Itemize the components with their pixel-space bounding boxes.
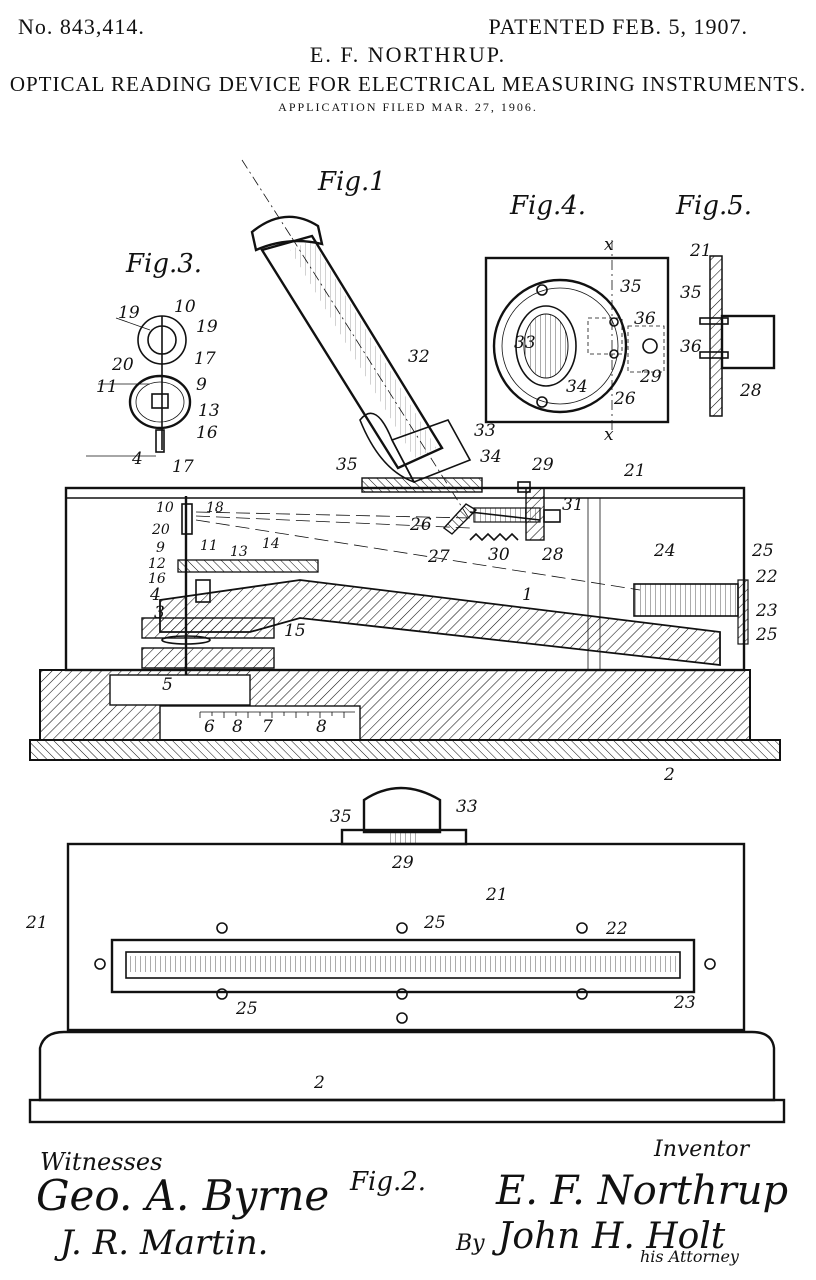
label: 33 — [474, 421, 496, 441]
label: 21 — [25, 913, 48, 933]
label: 12 — [148, 556, 166, 572]
witness-2-signature: J. R. Martin. — [54, 1223, 268, 1263]
patent-date: PATENTED FEB. 5, 1907. — [488, 14, 748, 39]
fig2-labels: 35 33 29 21 21 25 22 25 23 2 — [25, 797, 696, 1093]
label: 22 — [755, 567, 778, 587]
label: 14 — [262, 536, 280, 552]
label: 19 — [118, 303, 140, 323]
label: 34 — [566, 377, 588, 397]
label: 25 — [235, 999, 258, 1019]
figure-3: Fig.3. — [86, 249, 202, 457]
label: 33 — [456, 797, 478, 817]
label: 6 — [204, 717, 215, 737]
label: 8 — [232, 717, 243, 737]
label: 25 — [755, 625, 778, 645]
fig1-labels: 17 18 10 20 9 11 12 16 13 14 4 3 15 1 5 … — [148, 347, 778, 785]
label: 36 — [634, 309, 656, 329]
label: 25 — [751, 541, 774, 561]
signatures: Fig.2. Witnesses Geo. A. Byrne J. R. Mar… — [36, 1137, 788, 1266]
label: 25 — [423, 913, 446, 933]
application-filed: APPLICATION FILED MAR. 27, 1906. — [278, 100, 538, 114]
label: 31 — [562, 495, 584, 515]
label: 35 — [336, 455, 358, 475]
label: 26 — [613, 389, 636, 409]
label: x — [604, 235, 614, 255]
inventor-label: Inventor — [653, 1137, 751, 1162]
label: 29 — [391, 853, 414, 873]
fig1-title: Fig.1 — [317, 167, 386, 197]
fig3-title: Fig.3. — [125, 249, 202, 279]
label: 10 — [156, 500, 174, 516]
figure-5: Fig.5. — [675, 191, 776, 417]
figure-1: Fig.1 — [29, 159, 781, 761]
fig2-title: Fig.2. — [349, 1167, 426, 1197]
label: 23 — [673, 993, 696, 1013]
attorney-signature: John H. Holt — [491, 1216, 726, 1257]
label: 21 — [689, 241, 712, 261]
figure-2 — [28, 786, 786, 1124]
inventor-signature: E. F. Northrup — [495, 1168, 788, 1214]
label: 1 — [522, 585, 533, 605]
label: 8 — [316, 717, 327, 737]
label: 26 — [409, 515, 432, 535]
label: 24 — [653, 541, 676, 561]
label: 4 — [131, 449, 143, 469]
witness-1-signature: Geo. A. Byrne — [36, 1171, 329, 1220]
figure-4: Fig.4. — [484, 191, 670, 430]
label: 20 — [111, 355, 134, 375]
label: 17 — [194, 349, 216, 369]
label: 4 — [149, 585, 161, 605]
label: 9 — [196, 375, 207, 395]
fig3-labels: 19 10 19 20 17 11 9 13 16 4 — [96, 297, 220, 469]
label: 30 — [488, 545, 510, 565]
label: 9 — [156, 540, 165, 556]
label: 11 — [200, 538, 218, 554]
label: x — [604, 425, 614, 445]
label: 35 — [330, 807, 352, 827]
inventor-name: E. F. NORTHRUP. — [309, 42, 507, 67]
label: 17 — [172, 457, 194, 477]
label: 10 — [174, 297, 196, 317]
label: 21 — [623, 461, 646, 481]
label: 3 — [154, 603, 165, 623]
label: 21 — [485, 885, 508, 905]
label: 29 — [639, 367, 662, 387]
label: 2 — [663, 765, 675, 785]
label: 18 — [206, 500, 224, 516]
label: 2 — [313, 1073, 325, 1093]
attorney-label: his Attorney — [640, 1247, 740, 1266]
label: 5 — [162, 675, 173, 695]
label: 32 — [408, 347, 430, 367]
label: 35 — [680, 283, 702, 303]
label: 34 — [480, 447, 502, 467]
label: 16 — [196, 423, 218, 443]
label: 13 — [198, 401, 220, 421]
screw-row — [94, 922, 716, 1024]
fig5-labels: 21 35 36 28 — [680, 241, 762, 401]
label: 27 — [427, 547, 450, 567]
label: 33 — [514, 333, 536, 353]
document-title: OPTICAL READING DEVICE FOR ELECTRICAL ME… — [9, 72, 807, 96]
fig4-title: Fig.4. — [509, 191, 586, 221]
label: 11 — [96, 377, 118, 397]
label: 36 — [680, 337, 702, 357]
label: 15 — [284, 621, 306, 641]
label: 16 — [148, 571, 166, 587]
label: 35 — [620, 277, 642, 297]
fig4-labels: x 35 36 33 29 34 26 x — [514, 235, 662, 445]
label: 23 — [755, 601, 778, 621]
label: 19 — [196, 317, 218, 337]
witnesses-label: Witnesses — [40, 1148, 162, 1176]
label: 22 — [605, 919, 628, 939]
by-label: By — [455, 1231, 485, 1256]
label: 7 — [262, 717, 273, 737]
label: 20 — [151, 522, 170, 538]
label: 28 — [541, 545, 564, 565]
patent-number: No. 843,414. — [18, 14, 145, 39]
label: 13 — [230, 544, 248, 560]
label: 29 — [531, 455, 554, 475]
fig5-title: Fig.5. — [675, 191, 752, 221]
label: 28 — [739, 381, 762, 401]
